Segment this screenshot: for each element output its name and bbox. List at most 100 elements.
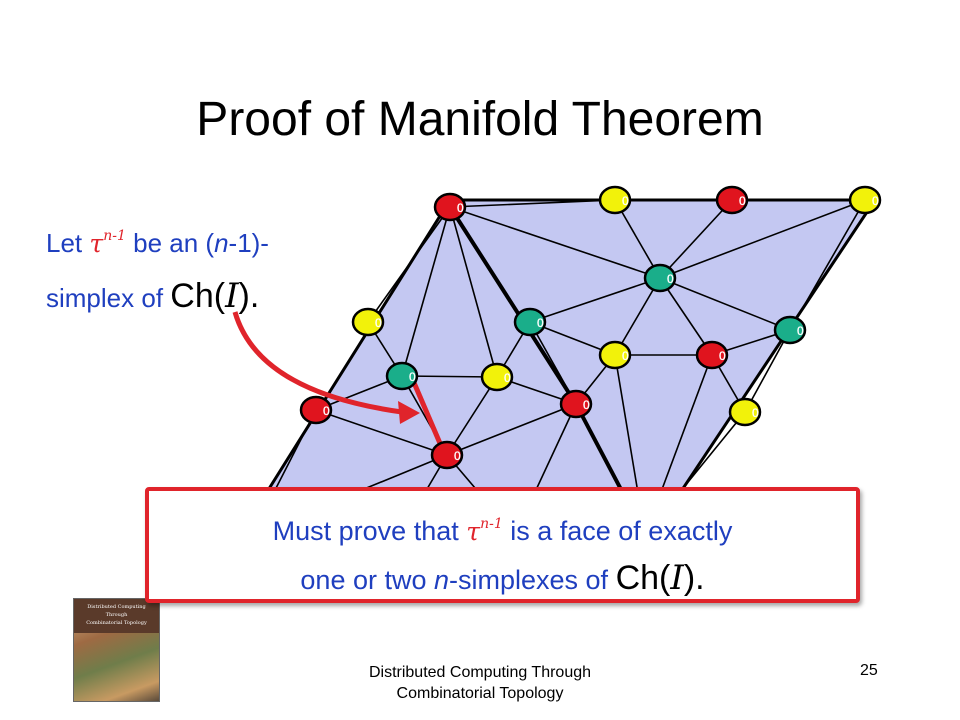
tau-symbol: τ bbox=[89, 229, 104, 258]
vertex-label: 0 bbox=[622, 194, 629, 208]
must-prove-text: Must prove that bbox=[272, 516, 467, 546]
edge bbox=[659, 199, 866, 279]
edge bbox=[659, 277, 713, 356]
vertex-node bbox=[385, 361, 419, 391]
ch-function-callout: Ch( bbox=[615, 559, 671, 597]
edge bbox=[744, 329, 791, 413]
input-complex-symbol: I bbox=[225, 276, 239, 316]
vertex-node bbox=[433, 192, 467, 222]
page-number: 25 bbox=[860, 662, 878, 679]
vertex: 0 bbox=[695, 340, 729, 370]
vertex-node bbox=[715, 185, 749, 215]
vertex-node bbox=[299, 395, 333, 425]
tau-superscript: n-1 bbox=[103, 228, 126, 244]
edge bbox=[449, 199, 616, 208]
minus-one-text: -1)- bbox=[228, 228, 269, 258]
is-face-text: is a face of exactly bbox=[502, 516, 733, 546]
let-word: Let bbox=[46, 228, 83, 258]
vertex-label: 0 bbox=[622, 349, 629, 363]
vertex-label: 0 bbox=[537, 316, 544, 330]
proof-goal-callout: Must prove that τn-1 is a face of exactl… bbox=[145, 487, 860, 603]
vertex-label: 0 bbox=[375, 316, 382, 330]
book-title-line3: Combinatorial Topology bbox=[86, 620, 147, 626]
vertex-label: 0 bbox=[409, 370, 416, 384]
book-cover-thumbnail: Distributed Computing Through Combinator… bbox=[73, 598, 160, 702]
edge bbox=[789, 199, 866, 331]
vertex-label: 0 bbox=[797, 324, 804, 338]
vertex-node bbox=[559, 389, 593, 419]
vertex: 0 bbox=[715, 185, 749, 215]
vertex-label: 0 bbox=[719, 349, 726, 363]
vertex: 0 bbox=[385, 361, 419, 391]
vertex-node bbox=[480, 362, 514, 392]
vertex-label: 0 bbox=[667, 272, 674, 286]
slide-title: Proof of Manifold Theorem bbox=[196, 93, 764, 146]
ch-function: Ch( bbox=[170, 277, 226, 315]
book-title-band: Distributed Computing Through Combinator… bbox=[74, 599, 159, 633]
simplex-statement: Let τn-1 be an (n-1)- simplex of Ch(I). bbox=[46, 210, 386, 324]
vertex-label: 0 bbox=[583, 398, 590, 412]
edge bbox=[614, 277, 661, 356]
edge bbox=[659, 199, 733, 279]
edge bbox=[659, 277, 791, 331]
be-an-text: be an ( bbox=[125, 228, 215, 258]
vertex-node bbox=[773, 315, 807, 345]
vertex: 0 bbox=[773, 315, 807, 345]
edge bbox=[367, 206, 451, 323]
vertex: 0 bbox=[433, 192, 467, 222]
vertex: 0 bbox=[351, 307, 385, 337]
vertex-label: 0 bbox=[504, 371, 511, 385]
edge bbox=[315, 409, 448, 456]
footer-line1: Distributed Computing Through bbox=[368, 664, 592, 681]
book-title-line1: Distributed Computing bbox=[87, 604, 146, 610]
input-complex-symbol-callout: I bbox=[670, 558, 684, 598]
vertex-node bbox=[598, 340, 632, 370]
edge bbox=[614, 199, 661, 279]
vertex: 0 bbox=[728, 397, 762, 427]
vertex-node bbox=[351, 307, 385, 337]
vertex-label: 0 bbox=[457, 201, 464, 215]
vertex: 0 bbox=[598, 340, 632, 370]
edge bbox=[449, 206, 661, 279]
vertex-node bbox=[848, 185, 882, 215]
book-title-line2: Through bbox=[105, 612, 128, 618]
arrow-head bbox=[398, 401, 420, 424]
footer-line2: Combinatorial Topology bbox=[396, 685, 564, 702]
n-variable: n bbox=[214, 228, 229, 258]
vertex-node bbox=[598, 185, 632, 215]
edge bbox=[529, 277, 661, 323]
tau-symbol-callout: τ bbox=[466, 517, 481, 546]
tau-superscript-callout: n-1 bbox=[480, 516, 503, 532]
one-or-two-text: one or two bbox=[300, 565, 434, 595]
close-paren: ). bbox=[238, 277, 260, 315]
n-variable-callout: n bbox=[433, 565, 450, 595]
footer-title: Distributed Computing Through Combinator… bbox=[320, 662, 640, 704]
edge bbox=[446, 403, 577, 456]
vertex-label: 0 bbox=[454, 449, 461, 463]
highlighted-edge bbox=[409, 377, 448, 456]
edge bbox=[401, 206, 451, 377]
vertex: 0 bbox=[643, 263, 677, 293]
vertex-node bbox=[695, 340, 729, 370]
vertex-node bbox=[430, 440, 464, 470]
curved-arrow bbox=[232, 311, 403, 415]
boundary-edge bbox=[448, 205, 578, 406]
edge bbox=[446, 376, 498, 456]
vertex-node bbox=[513, 307, 547, 337]
vertex: 0 bbox=[513, 307, 547, 337]
vertex-label: 0 bbox=[872, 194, 879, 208]
vertex-node bbox=[728, 397, 762, 427]
vertex: 0 bbox=[598, 185, 632, 215]
vertex-node bbox=[643, 263, 677, 293]
edge bbox=[449, 206, 498, 378]
vertex-label: 0 bbox=[323, 404, 330, 418]
vertex-label: 0 bbox=[739, 194, 746, 208]
simplex-of-text: simplex of bbox=[46, 283, 171, 313]
vertex: 0 bbox=[559, 389, 593, 419]
close-paren-callout: ). bbox=[683, 559, 705, 597]
vertex: 0 bbox=[480, 362, 514, 392]
simplexes-of-text: -simplexes of bbox=[449, 565, 616, 595]
vertex: 0 bbox=[848, 185, 882, 215]
vertex: 0 bbox=[299, 395, 333, 425]
vertex: 0 bbox=[430, 440, 464, 470]
